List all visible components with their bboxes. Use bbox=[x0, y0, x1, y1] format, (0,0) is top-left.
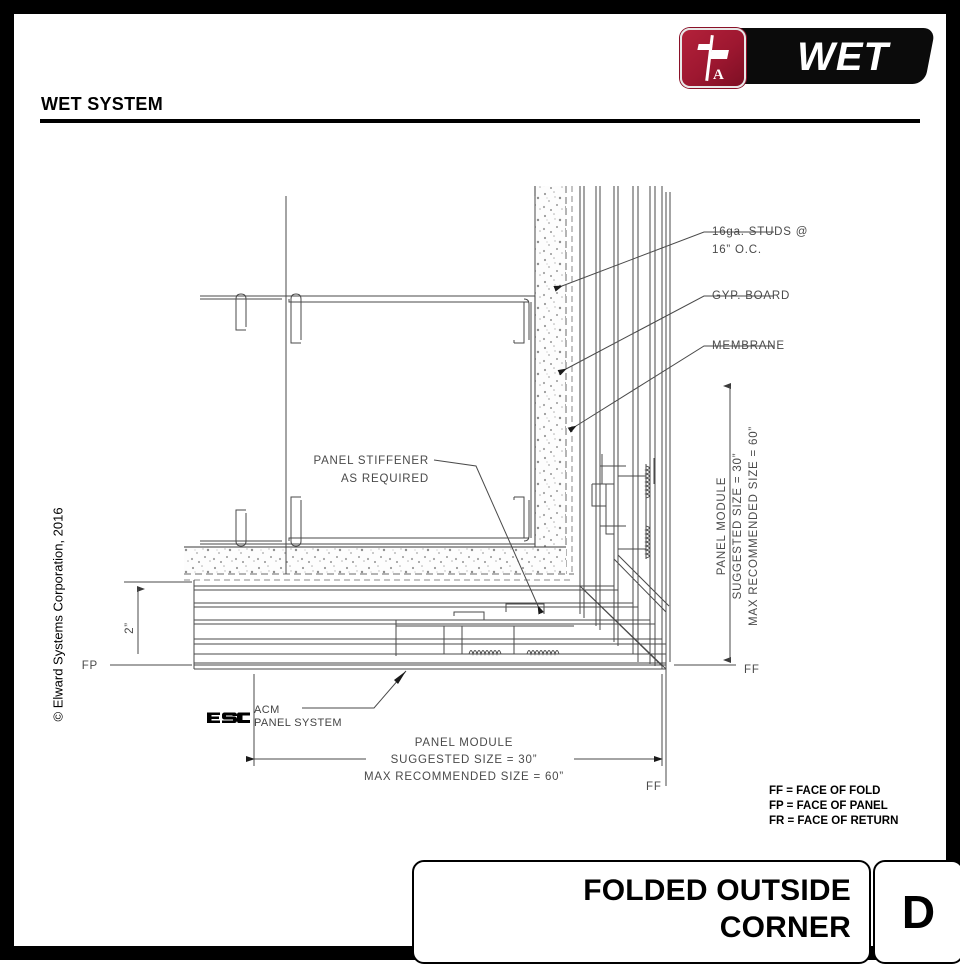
dim-vertical-module-line2: SUGGESTED SIZE = 30” bbox=[732, 453, 744, 600]
title-block-line2: CORNER bbox=[719, 911, 851, 944]
title-block-text: FOLDED OUTSIDE CORNER bbox=[583, 872, 851, 946]
callout-studs-line2: 16” O.C. bbox=[712, 244, 762, 256]
wet-logo-mark-letter: A bbox=[713, 67, 724, 83]
callout-stiffener-line1: PANEL STIFFENER bbox=[313, 455, 429, 467]
callout-membrane: MEMBRANE bbox=[712, 340, 785, 352]
esc-product-line1: ACM bbox=[254, 704, 280, 716]
dim-mark-ff-bottom: FF bbox=[646, 781, 662, 793]
detail-drawing: 16ga. STUDS @ 16” O.C. GYP. BOARD MEMBRA… bbox=[82, 186, 808, 793]
detail-letter: D bbox=[901, 886, 936, 938]
callout-gyp-board: GYP. BOARD bbox=[712, 290, 790, 302]
detail-letter-box: D bbox=[873, 860, 960, 964]
wet-logo: WET A bbox=[680, 26, 936, 88]
esc-product-label: ACM PANEL SYSTEM bbox=[254, 704, 342, 730]
header-divider bbox=[40, 119, 920, 123]
sheet-page: WET SYSTEM WET A © Elward Systems Corpor… bbox=[14, 14, 960, 964]
legend-ff: FF = FACE OF FOLD bbox=[769, 785, 881, 797]
legend-fr: FR = FACE OF RETURN bbox=[769, 815, 899, 827]
legend-fp: FP = FACE OF PANEL bbox=[769, 800, 888, 812]
dim-horizontal-module-line2: SUGGESTED SIZE = 30” bbox=[391, 754, 538, 766]
wet-logo-mark-icon: A bbox=[680, 28, 746, 88]
title-block-line1: FOLDED OUTSIDE bbox=[583, 874, 851, 907]
title-block: FOLDED OUTSIDE CORNER bbox=[412, 860, 871, 964]
dim-horizontal-module-line1: PANEL MODULE bbox=[415, 737, 513, 749]
callout-studs-line1: 16ga. STUDS @ bbox=[712, 226, 808, 238]
dim-vertical-module-line1: PANEL MODULE bbox=[716, 477, 728, 575]
esc-logo-icon bbox=[204, 708, 252, 728]
dim-mark-fp: FP bbox=[82, 660, 98, 672]
dim-horizontal-module-line3: MAX RECOMMENDED SIZE = 60” bbox=[364, 771, 564, 783]
face-legend: FF = FACE OF FOLD FP = FACE OF PANEL FR … bbox=[769, 784, 898, 829]
dim-vertical-module-line3: MAX RECOMMENDED SIZE = 60” bbox=[748, 426, 760, 626]
dim-mark-ff-right: FF bbox=[744, 664, 760, 676]
page-title: WET SYSTEM bbox=[41, 94, 164, 114]
callout-stiffener-line2: AS REQUIRED bbox=[341, 473, 429, 485]
wet-logo-text: WET bbox=[797, 35, 889, 79]
esc-product-line2: PANEL SYSTEM bbox=[254, 717, 342, 729]
dim-panel-depth: 2” bbox=[124, 622, 136, 634]
